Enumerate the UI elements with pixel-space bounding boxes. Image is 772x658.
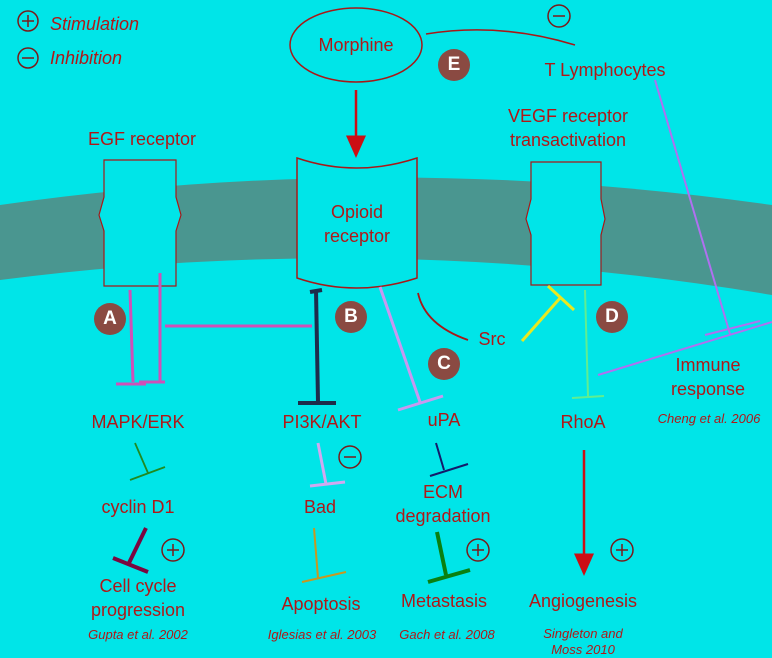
legend-stimulation-label: Stimulation <box>50 14 140 34</box>
upa-to-ecm-bar <box>429 463 469 477</box>
metastasis-stimulation-symbol <box>466 538 490 562</box>
bad-to-apoptosis-bar <box>301 571 347 583</box>
metastasis-label: Metastasis <box>400 591 488 611</box>
t-lymphocytes-label: T Lymphocytes <box>544 60 666 80</box>
vegf-to-rhoa-bar <box>571 395 605 399</box>
upa-label: uPA <box>427 410 461 430</box>
reference-singleton-line2: Moss 2010 <box>551 642 615 657</box>
pi3k-akt-label: PI3K/AKT <box>282 412 362 432</box>
apoptosis-label: Apoptosis <box>281 594 361 614</box>
vegf-receptor-shape <box>525 161 606 286</box>
reference-cheng: Cheng et al. 2006 <box>657 411 761 426</box>
ecm-to-metastasis-bar <box>427 568 471 584</box>
src-to-vegf-line <box>520 296 563 342</box>
morphine-label: Morphine <box>318 35 394 55</box>
tlymphocyte-inhibition-symbol <box>547 4 571 28</box>
tlymphocyte-to-immune-line <box>654 79 731 335</box>
ecm-degradation-label-line1: ECM <box>423 482 463 502</box>
badge-b: B <box>335 301 367 333</box>
reference-gupta: Gupta et al. 2002 <box>88 627 188 642</box>
src-label: Src <box>478 329 506 349</box>
reference-singleton-line1: Singleton and <box>543 626 623 641</box>
egf-receptor-label: EGF receptor <box>87 129 197 149</box>
badge-a: A <box>94 303 126 335</box>
angiogenesis-label: Angiogenesis <box>528 591 638 611</box>
cell-cycle-progression-label-line1: Cell cycle <box>99 576 177 596</box>
mapk-erk-label: MAPK/ERK <box>91 412 185 432</box>
cellcycle-stimulation-symbol <box>161 538 185 562</box>
badge-e: E <box>438 49 470 81</box>
bad-inhibition-symbol <box>338 445 362 469</box>
opioid-src-curve <box>417 292 469 341</box>
bad-to-apoptosis-line <box>313 527 319 579</box>
opioid-to-upa-line <box>378 286 422 403</box>
vegf-to-rhoa-line <box>584 289 589 397</box>
mapk-to-cyclin-line <box>134 442 149 474</box>
cell-cycle-progression-label-line2: progression <box>90 600 186 620</box>
opioid-to-pi3k-line <box>314 289 320 403</box>
upa-to-ecm-line <box>435 442 445 471</box>
reference-gach: Gach et al. 2008 <box>399 627 495 642</box>
inhibition-symbol <box>17 47 39 69</box>
vegf-receptor-label-line2: transactivation <box>509 130 627 150</box>
reference-iglesias: Iglesias et al. 2003 <box>267 627 377 642</box>
legend-inhibition-label: Inhibition <box>50 48 123 68</box>
mapk-to-cyclin-bar <box>129 466 166 481</box>
cyclin-d1-label: cyclin D1 <box>101 497 175 517</box>
opioid-receptor-label-line1: Opioid <box>330 202 384 222</box>
immune-to-rhoa-line <box>597 321 772 376</box>
opioid-to-upa-bar <box>397 394 444 412</box>
morphine-node <box>289 7 423 83</box>
cyclin-to-cellcycle-bar <box>112 556 149 574</box>
pi3k-to-bad-bar <box>309 480 346 488</box>
rhoa-label: RhoA <box>560 412 606 432</box>
src-to-vegf-bar <box>546 284 576 312</box>
stimulation-symbol <box>17 10 39 32</box>
ecm-degradation-label-line2: degradation <box>395 506 491 526</box>
pi3k-to-bad-line <box>316 442 328 485</box>
badge-d: D <box>596 301 628 333</box>
angiogenesis-stimulation-symbol <box>610 538 634 562</box>
immune-response-label-line2: response <box>670 379 746 399</box>
morphine-tlymphocyte-link <box>425 29 576 46</box>
opioid-to-mapk-line <box>128 289 135 383</box>
ecm-to-metastasis-line <box>435 531 448 576</box>
tlymphocyte-to-immune-bar <box>704 320 761 336</box>
cyclin-to-cellcycle-line <box>126 527 148 566</box>
vegf-receptor-label-line1: VEGF receptor <box>507 106 629 126</box>
bad-label: Bad <box>303 497 337 517</box>
badge-c: C <box>428 348 460 380</box>
egf-receptor-shape <box>98 159 182 287</box>
immune-response-label-line1: Immune <box>675 355 741 375</box>
opioid-receptor-label-line2: receptor <box>323 226 391 246</box>
opioid-receptor-shape <box>296 156 418 289</box>
opioid-to-pi3k-tip <box>309 288 323 294</box>
